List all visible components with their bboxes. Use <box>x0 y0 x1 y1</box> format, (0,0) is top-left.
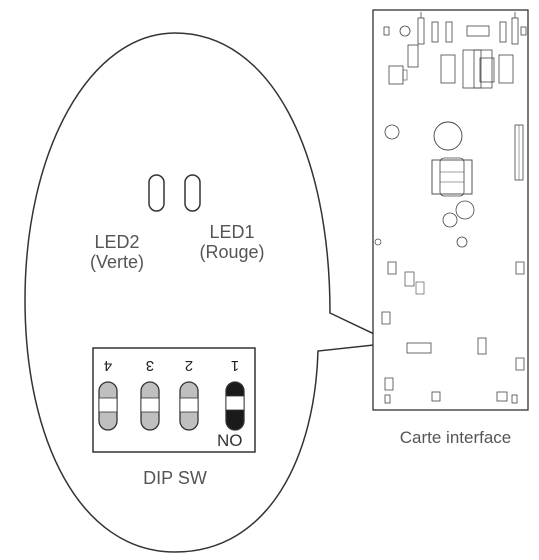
board-outline <box>372 9 529 411</box>
dip-number-2: 2 <box>184 357 194 374</box>
dip-caption: DIP SW <box>143 468 207 488</box>
dip-knob-3 <box>140 397 160 413</box>
led1-color: (Rouge) <box>199 242 265 262</box>
dip-switch-group <box>98 381 245 431</box>
led1-label: LED1 (Rouge) <box>192 222 272 262</box>
dip-knob-1 <box>225 395 245 411</box>
dip-knob-4 <box>98 397 118 413</box>
dip-number-4: 4 <box>103 357 113 374</box>
led2-color: (Verte) <box>89 252 145 272</box>
led1-icon <box>184 174 201 212</box>
interface-board <box>372 9 529 411</box>
dip-knob-2 <box>179 397 199 413</box>
dip-on-label: NO <box>217 431 243 450</box>
led2-label: LED2 (Verte) <box>82 232 152 272</box>
dip-number-1: 1 <box>230 357 240 374</box>
led2-icon <box>148 174 165 212</box>
dip-number-3: 3 <box>145 357 155 374</box>
led1-name: LED1 <box>209 222 255 242</box>
board-caption: Carte interface <box>399 428 512 447</box>
led2-name: LED2 <box>94 232 140 252</box>
